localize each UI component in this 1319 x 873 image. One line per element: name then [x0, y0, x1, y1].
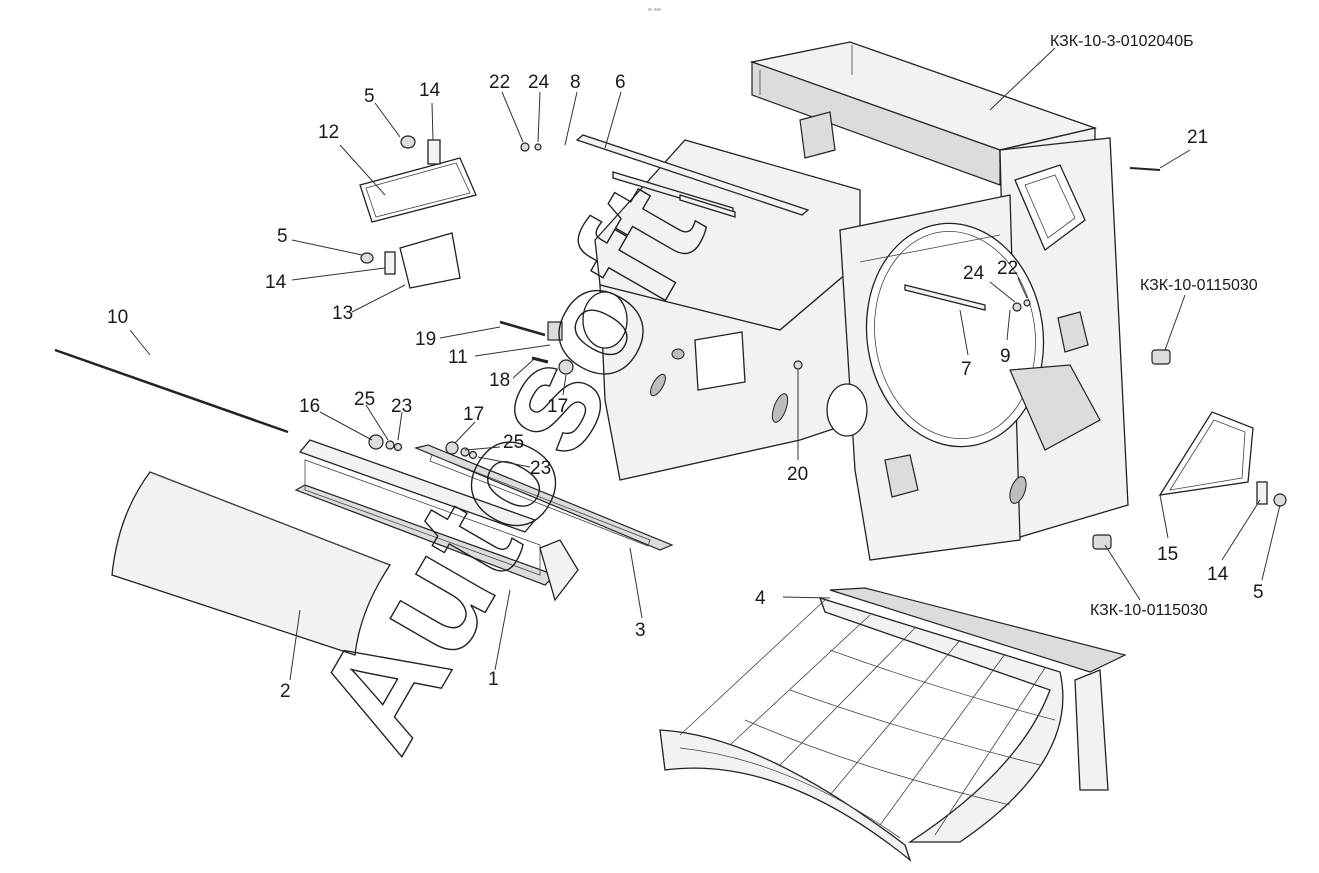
- callout-11: 11: [448, 347, 468, 368]
- code-right-upper: КЗК-10-0115030: [1140, 277, 1258, 294]
- code-top-right: КЗК-10-3-0102040Б: [1050, 33, 1194, 50]
- shield-2: [111, 471, 391, 656]
- callout-22-top: 22: [489, 72, 510, 93]
- wing-nut-5-middle: [360, 251, 396, 275]
- callout-22-right: 22: [997, 258, 1018, 279]
- strip-7: [904, 284, 986, 311]
- callout-1: 1: [488, 669, 499, 690]
- callout-13: 13: [332, 303, 353, 324]
- threshing-housing: [582, 41, 1129, 561]
- strip-6: [575, 134, 810, 218]
- code-right-lower: КЗК-10-0115030: [1090, 602, 1208, 619]
- callout-24-right: 24: [963, 263, 985, 284]
- callout-12: 12: [318, 122, 339, 143]
- callout-6: 6: [615, 72, 626, 93]
- concave-4: [659, 587, 1127, 862]
- fasteners: [368, 142, 1161, 460]
- callout-17-right: 17: [547, 396, 568, 417]
- callout-17-left: 17: [463, 404, 484, 425]
- callout-14-upper: 14: [419, 80, 441, 101]
- callout-20: 20: [787, 464, 808, 485]
- callout-18: 18: [489, 370, 510, 391]
- callout-25-right: 25: [503, 432, 524, 453]
- callout-23-right: 23: [530, 458, 551, 479]
- callout-5-middle: 5: [277, 226, 288, 247]
- beater-1: [294, 439, 579, 602]
- callout-9: 9: [1000, 346, 1011, 367]
- callout-8: 8: [570, 72, 581, 93]
- fitting-lower: [1092, 534, 1112, 550]
- callout-3: 3: [635, 620, 646, 641]
- callout-numbers: 1 2 3 4 5 5 5 6 7 8 9 10 11 12 13 14 14 …: [107, 72, 1264, 702]
- callout-19: 19: [415, 329, 436, 350]
- rod-10: [54, 348, 289, 434]
- callout-5-upper: 5: [364, 86, 375, 107]
- callout-4: 4: [755, 588, 766, 609]
- callout-16: 16: [299, 396, 320, 417]
- callout-14-right: 14: [1207, 564, 1229, 585]
- callout-15: 15: [1157, 544, 1178, 565]
- callout-23-left: 23: [391, 396, 412, 417]
- header-mark: ᵃⁿ ᵃᵃᵃ: [648, 7, 662, 14]
- cover-15: [1158, 411, 1287, 507]
- leader-lines: [129, 47, 1281, 681]
- cover-12: [359, 157, 477, 223]
- cover-13: [399, 232, 461, 289]
- callout-25-left: 25: [354, 389, 375, 410]
- callout-24-top: 24: [528, 72, 550, 93]
- callout-10: 10: [107, 307, 128, 328]
- callout-5-right: 5: [1253, 582, 1264, 603]
- wing-nut-5-upper: [400, 135, 441, 165]
- callout-21: 21: [1187, 127, 1208, 148]
- fitting-upper: [1151, 349, 1171, 365]
- callout-2: 2: [280, 681, 291, 702]
- callout-7: 7: [961, 359, 972, 380]
- callout-14-middle: 14: [265, 272, 287, 293]
